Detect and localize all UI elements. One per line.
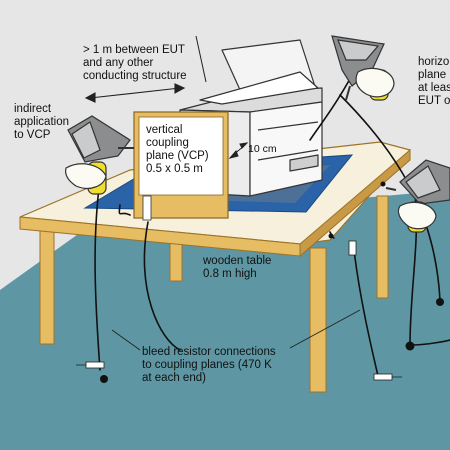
esd-gun-icon	[331, 35, 395, 101]
wooden-table-label: wooden table 0.8 m high	[203, 255, 272, 280]
bleed-resistor-label: bleed resistor connections to coupling p…	[142, 346, 276, 384]
indirect-application-label: indirect application to VCP	[14, 103, 69, 141]
vcp-label: vertical coupling plane (VCP) 0.5 x 0.5 …	[146, 124, 209, 175]
bleed-resistor-leader-lines	[111, 309, 361, 351]
gap-label: 10 cm	[248, 143, 277, 155]
horizontal-plane-label: horizo plane at leas EUT o	[418, 56, 450, 107]
esd-gun-icon	[65, 115, 134, 195]
table-legs	[39, 195, 389, 393]
esd-gun-icon	[385, 159, 450, 233]
tabletop-side-edge	[299, 148, 411, 258]
vertical-coupling-plane	[133, 111, 229, 221]
distance-leader-line	[195, 35, 207, 83]
double-arrow-icon	[84, 83, 186, 103]
ground-terminals	[100, 181, 444, 383]
bleed-resistors	[76, 240, 402, 381]
gap-arrow	[228, 142, 249, 159]
floor	[0, 190, 450, 450]
distance-label: > 1 m between EUT and any other conducti…	[83, 44, 187, 82]
